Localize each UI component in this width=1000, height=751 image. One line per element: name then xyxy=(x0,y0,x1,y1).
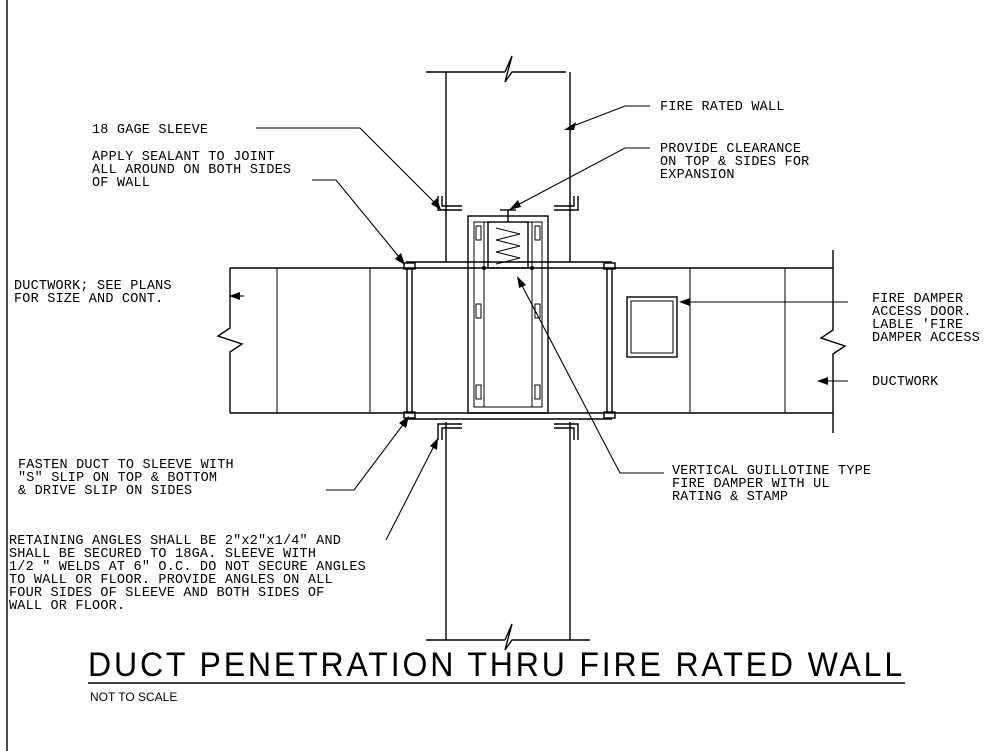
note-line: ACCESS DOOR. xyxy=(872,305,972,320)
note-line: TO WALL OR FLOOR. PROVIDE ANGLES ON ALL xyxy=(9,573,333,588)
note-line: 18 GAGE SLEEVE xyxy=(92,123,208,138)
note-line: FOUR SIDES OF SLEEVE AND BOTH SIDES OF xyxy=(9,586,324,601)
note-line: RETAINING ANGLES SHALL BE 2"x2"x1/4" AND xyxy=(9,534,341,549)
note-line: "S" SLIP ON TOP & BOTTOM xyxy=(18,471,217,486)
callout-retaining: RETAINING ANGLES SHALL BE 2"x2"x1/4" AND… xyxy=(9,534,366,614)
note-line: DUCTWORK xyxy=(872,375,939,390)
note-line: VERTICAL GUILLOTINE TYPE xyxy=(672,464,871,479)
note-line: DAMPER ACCESS xyxy=(872,331,980,346)
note-line: APPLY SEALANT TO JOINT xyxy=(92,150,275,165)
note-line: & DRIVE SLIP ON SIDES xyxy=(18,484,192,499)
note-line: FIRE RATED WALL xyxy=(660,100,785,115)
note-line: EXPANSION xyxy=(660,168,735,183)
callout-fire-rated-wall: FIRE RATED WALL xyxy=(660,100,785,115)
note-line: LABLE 'FIRE xyxy=(872,318,963,333)
note-line: OF WALL xyxy=(92,176,150,191)
note-line: SHALL BE SECURED TO 18GA. SLEEVE WITH xyxy=(9,547,316,562)
drawing-subtitle: NOT TO SCALE xyxy=(90,690,177,704)
note-line: ON TOP & SIDES FOR xyxy=(660,155,809,170)
note-line: WALL OR FLOOR. xyxy=(9,599,125,614)
note-line: PROVIDE CLEARANCE xyxy=(660,142,801,157)
leaders xyxy=(229,105,848,541)
callout-access-door: FIRE DAMPER ACCESS DOOR. LABLE 'FIRE DAM… xyxy=(872,292,980,346)
fire-rated-wall xyxy=(426,55,590,651)
title-block: DUCT PENETRATION THRU FIRE RATED WALL NO… xyxy=(88,646,905,704)
note-line: ALL AROUND ON BOTH SIDES xyxy=(92,163,291,178)
fire-damper xyxy=(467,209,549,414)
callout-sleeve: 18 GAGE SLEEVE xyxy=(92,123,208,138)
note-line: FASTEN DUCT TO SLEEVE WITH xyxy=(18,458,234,473)
sleeve-angles xyxy=(406,196,612,440)
callout-sealant: APPLY SEALANT TO JOINT ALL AROUND ON BOT… xyxy=(92,150,291,191)
note-line: FOR SIZE AND CONT. xyxy=(14,292,163,307)
drawing-title: DUCT PENETRATION THRU FIRE RATED WALL xyxy=(88,646,905,684)
note-line: RATING & STAMP xyxy=(672,490,788,505)
ductwork xyxy=(216,250,847,433)
callout-ductwork-right: DUCTWORK xyxy=(872,375,939,390)
callout-guillotine: VERTICAL GUILLOTINE TYPE FIRE DAMPER WIT… xyxy=(672,464,871,505)
note-line: FIRE DAMPER xyxy=(872,292,963,307)
callout-clearance: PROVIDE CLEARANCE ON TOP & SIDES FOR EXP… xyxy=(660,142,809,183)
callout-fasten: FASTEN DUCT TO SLEEVE WITH "S" SLIP ON T… xyxy=(18,458,234,499)
note-line: FIRE DAMPER WITH UL xyxy=(672,477,830,492)
note-line: 1/2 " WELDS AT 6" O.C. DO NOT SECURE ANG… xyxy=(9,560,366,575)
note-line: DUCTWORK; SEE PLANS xyxy=(14,279,172,294)
callout-ductwork-left: DUCTWORK; SEE PLANS FOR SIZE AND CONT. xyxy=(14,279,172,307)
